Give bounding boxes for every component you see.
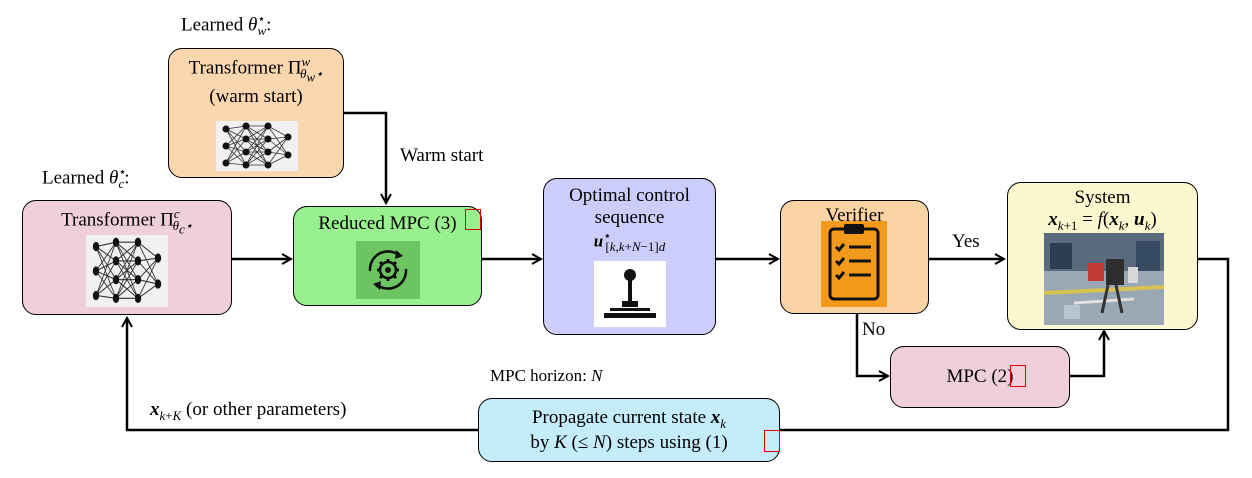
optimal-control-subtitle: sequence xyxy=(594,206,665,228)
neural-network-icon xyxy=(216,121,298,171)
no-edge-label: No xyxy=(862,319,886,340)
robot-scene-photo xyxy=(1043,233,1165,325)
warm-start-edge-label: Warm start xyxy=(400,145,484,166)
learned-theta-c-label: Learned θ⋆c: xyxy=(42,164,130,192)
transformer-w-subtitle: (warm start) xyxy=(209,85,303,107)
verifier-node: Verifier xyxy=(780,200,929,314)
arrow-no xyxy=(855,313,888,376)
joystick-icon xyxy=(594,261,666,327)
gear-cycle-icon xyxy=(356,241,420,299)
arrow-sys-to-prop xyxy=(778,257,1230,432)
arrow-prop-to-tc xyxy=(127,318,480,432)
arrow-mpc-to-sys xyxy=(1069,331,1104,378)
propagate-line2: by K (≤ N) steps using (1) xyxy=(530,431,728,453)
transformer-w-title: Transformer Πwθw⋆ xyxy=(188,54,324,85)
mpc-horizon-label: MPC horizon: N xyxy=(490,366,603,385)
optimal-control-node: Optimal control sequence u⋆[k,k+N−1]d xyxy=(543,178,716,335)
highlight-box-reduced-mpc xyxy=(465,209,481,230)
system-dynamics-formula: xk+1 = f(xk, uk) xyxy=(1048,208,1157,233)
propagate-line1: Propagate current state xk xyxy=(531,407,727,431)
neural-network-icon xyxy=(86,235,168,307)
u-star-formula: u⋆[k,k+N−1]d xyxy=(593,227,666,254)
mpc-full-node: MPC (2) xyxy=(890,346,1070,408)
verifier-title: Verifier xyxy=(825,205,884,226)
highlight-box-propagate xyxy=(764,430,780,452)
highlight-box-mpc-full xyxy=(1010,365,1026,387)
reduced-mpc-title: Reduced MPC (3) xyxy=(318,213,457,234)
mpc-full-title: MPC (2) xyxy=(946,366,1014,387)
learned-theta-w-label: Learned θ⋆w: xyxy=(181,11,272,39)
yes-edge-label: Yes xyxy=(952,231,980,252)
transformer-c-node: Transformer Πcθc⋆ xyxy=(22,200,232,315)
feedback-state-label: xk+K (or other parameters) xyxy=(150,399,347,423)
reduced-mpc-node: Reduced MPC (3) xyxy=(293,206,482,306)
system-title: System xyxy=(1074,187,1131,208)
transformer-warmstart-node: Transformer Πwθw⋆ (warm start) xyxy=(168,48,344,178)
arrow-warmstart xyxy=(343,111,386,203)
transformer-c-title: Transformer Πcθc⋆ xyxy=(61,206,193,237)
clipboard-checklist-icon xyxy=(821,221,887,307)
optimal-control-title: Optimal control xyxy=(569,185,690,206)
propagate-node: Propagate current state xk by K (≤ N) st… xyxy=(478,398,780,462)
system-node: System xk+1 = f(xk, uk) xyxy=(1007,182,1198,330)
